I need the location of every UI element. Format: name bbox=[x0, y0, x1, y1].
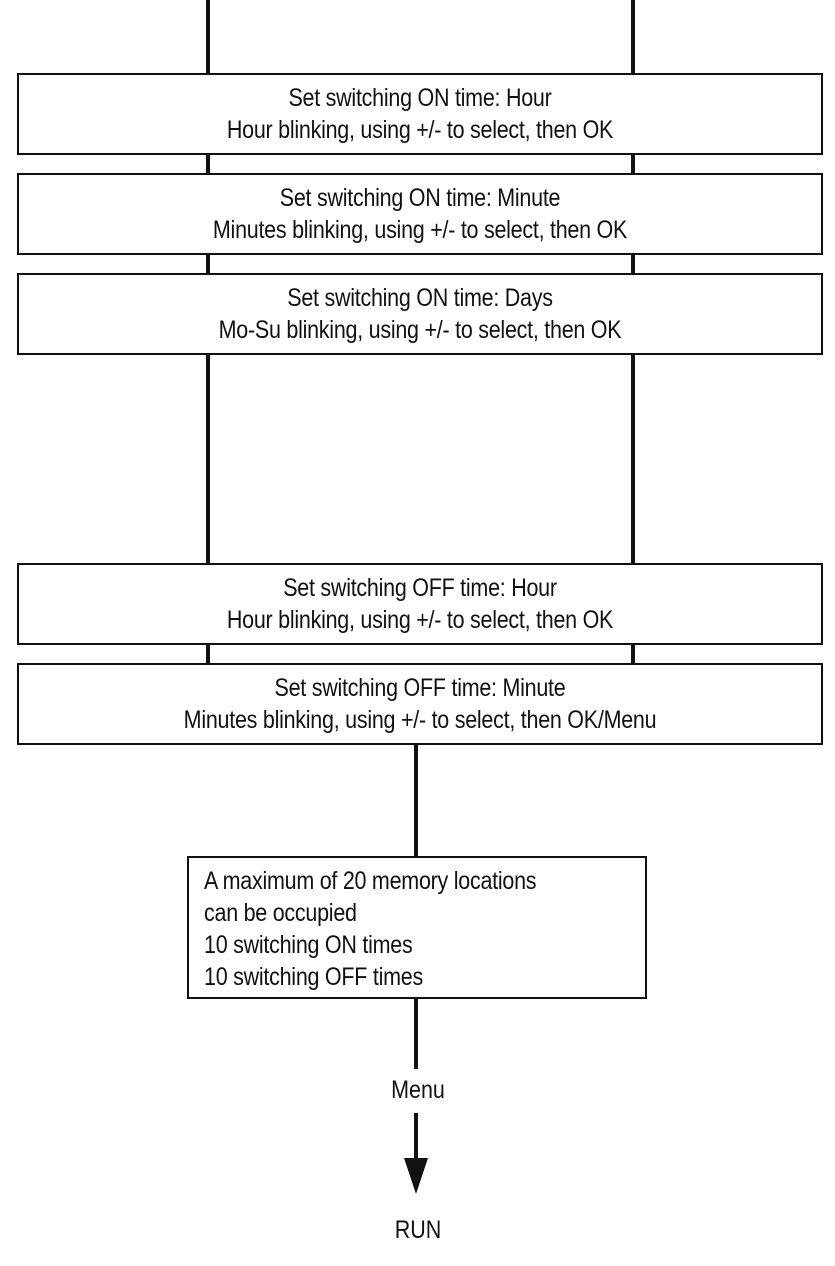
connector-center-2 bbox=[414, 997, 418, 1069]
step-on-days: Set switching ON time: Days Mo-Su blinki… bbox=[17, 273, 823, 355]
step-instruction: Mo-Su blinking, using +/- to select, the… bbox=[218, 316, 622, 344]
connector-center-1 bbox=[414, 743, 418, 858]
connector-center-3 bbox=[414, 1113, 418, 1161]
step-title: Set switching OFF time: Hour bbox=[283, 574, 557, 602]
connector-left-top bbox=[206, 0, 210, 75]
step-title: Set switching ON time: Days bbox=[287, 284, 553, 312]
connector-right-3 bbox=[631, 353, 635, 565]
run-label: RUN bbox=[394, 1216, 442, 1244]
info-line: 10 switching ON times bbox=[204, 931, 413, 959]
step-title: Set switching OFF time: Minute bbox=[274, 674, 566, 702]
step-instruction: Hour blinking, using +/- to select, then… bbox=[226, 606, 614, 634]
step-instruction: Minutes blinking, using +/- to select, t… bbox=[183, 706, 657, 734]
step-off-hour: Set switching OFF time: Hour Hour blinki… bbox=[17, 563, 823, 645]
connector-right-2 bbox=[631, 253, 635, 275]
memory-info-box: A maximum of 20 memory locations can be … bbox=[187, 856, 647, 999]
info-line: can be occupied bbox=[204, 899, 357, 927]
step-off-minute: Set switching OFF time: Minute Minutes b… bbox=[17, 663, 823, 745]
info-line: A maximum of 20 memory locations bbox=[204, 867, 537, 895]
menu-label: Menu bbox=[391, 1076, 445, 1104]
connector-left-3 bbox=[206, 353, 210, 565]
arrow-down-icon bbox=[404, 1158, 428, 1194]
step-instruction: Minutes blinking, using +/- to select, t… bbox=[212, 216, 628, 244]
connector-right-4 bbox=[631, 643, 635, 665]
step-instruction: Hour blinking, using +/- to select, then… bbox=[226, 116, 614, 144]
connector-right-1 bbox=[631, 153, 635, 175]
connector-right-top bbox=[631, 0, 635, 75]
connector-left-2 bbox=[206, 253, 210, 275]
connector-left-4 bbox=[206, 643, 210, 665]
step-title: Set switching ON time: Minute bbox=[279, 184, 561, 212]
connector-left-1 bbox=[206, 153, 210, 175]
step-on-hour: Set switching ON time: Hour Hour blinkin… bbox=[17, 73, 823, 155]
step-on-minute: Set switching ON time: Minute Minutes bl… bbox=[17, 173, 823, 255]
step-title: Set switching ON time: Hour bbox=[288, 84, 552, 112]
info-line: 10 switching OFF times bbox=[204, 963, 423, 991]
